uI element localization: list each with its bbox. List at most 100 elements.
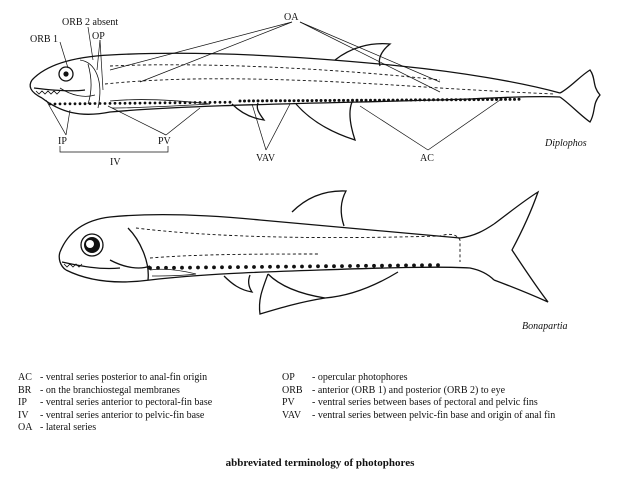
legend-row: AC- ventral series posterior to anal-fin…	[18, 372, 212, 385]
photophore-dot	[360, 98, 363, 102]
legend-desc: - anterior (ORB 1) and posterior (ORB 2)…	[312, 384, 506, 396]
photophore-dot	[369, 98, 372, 102]
photophore-dot	[324, 99, 327, 102]
legend-abbr: IV	[18, 409, 29, 421]
photophore-dot	[236, 265, 240, 269]
photophore-dot	[244, 265, 248, 269]
photophore-dot	[188, 101, 192, 104]
legend-desc: - ventral series anterior to pectoral-fi…	[40, 397, 213, 409]
photophore-dot	[316, 264, 320, 269]
diplophos-pectoral-fin	[109, 99, 211, 109]
legend-desc: - ventral series anterior to pelvic-fin …	[40, 409, 205, 421]
photophore-dot	[432, 98, 435, 102]
legend-desc: - ventral series between pelvic-fin base…	[312, 409, 556, 421]
photophore-dot	[373, 98, 377, 102]
photophore-dot	[168, 101, 172, 105]
photophore-dot	[332, 264, 336, 269]
photophore-dot	[178, 101, 182, 105]
photophore-dot	[427, 98, 431, 102]
legend-row: VAV - ventral series between pelvic-fin b…	[282, 410, 555, 423]
diplophos-pelvic-fin	[231, 102, 266, 121]
photophore-dot	[292, 264, 296, 269]
photophore-dot	[328, 99, 332, 102]
photophore-dot	[48, 102, 52, 106]
label-orb2: ORB 2 absent	[62, 17, 118, 28]
legend-row: OP- opercular photophores	[282, 372, 555, 385]
legend-row: IV - ventral series anterior to pelvic-fi…	[18, 410, 212, 423]
photophore-dot	[274, 99, 278, 103]
species-name-bonapartia: Bonapartia	[522, 321, 568, 332]
legend-abbr: ORB	[282, 384, 303, 396]
photophore-dot	[238, 99, 242, 103]
bonapartia-head	[58, 251, 121, 271]
photophore-dot	[315, 99, 318, 102]
photophore-dot	[356, 264, 360, 268]
label-oa: OA	[284, 12, 299, 23]
legend-abbr: OP	[282, 372, 295, 383]
legend-row: IP - ventral series anterior to pectoral-…	[18, 397, 212, 410]
photophore-dot	[103, 102, 107, 105]
photophore-dot	[133, 101, 137, 105]
photophore-dot	[68, 102, 72, 106]
legend-row: OA- lateral series	[18, 422, 212, 435]
photophore-dot	[198, 101, 202, 104]
bonapartia-dorsal-fin	[291, 190, 348, 227]
photophore-dot	[252, 99, 255, 103]
figure-caption: abbreviated terminology of photophores	[225, 457, 415, 469]
diplophos-tail	[559, 69, 601, 123]
photophore-dot	[404, 263, 408, 268]
photophore-dot	[256, 99, 260, 103]
photophore-dot	[279, 99, 282, 103]
photophore-dot	[164, 265, 168, 270]
photophore-dot	[342, 98, 345, 102]
photophore-dot	[261, 99, 264, 103]
photophore-dot	[173, 101, 177, 105]
bonapartia-dashed-outline	[135, 227, 461, 262]
photophore-dot	[156, 266, 160, 270]
photophore-dot	[388, 263, 392, 268]
photophore-dot	[123, 101, 127, 105]
photophore-dot	[108, 102, 112, 105]
bonapartia-pelvic-fin	[223, 274, 254, 293]
photophore-dot	[400, 98, 404, 102]
photophore-dot	[183, 101, 187, 105]
diplophos-fish	[29, 42, 601, 142]
photophore-dot	[355, 98, 359, 102]
photophore-dot	[337, 98, 341, 102]
label-vav: VAV	[256, 153, 276, 164]
photophore-dot	[346, 98, 350, 102]
diplophos-leader-lines	[45, 21, 501, 153]
photophore-dot	[153, 101, 157, 105]
photophore-dot	[428, 263, 432, 268]
label-ac: AC	[420, 153, 434, 164]
photophore-dot	[276, 264, 280, 269]
diplophos-opercle	[59, 59, 101, 109]
photophore-dot	[508, 97, 512, 101]
legend-desc: - on the branchiostegal membranes	[40, 384, 180, 396]
photophore-dot	[204, 265, 208, 270]
diplophos-head	[29, 79, 86, 99]
photophore-dot	[405, 98, 408, 102]
bonapartia-tail	[493, 190, 549, 303]
legend-left-column: AC- ventral series posterior to anal-fin…	[18, 372, 212, 435]
photophore-dot	[441, 98, 444, 102]
bonapartia-anal-fin	[267, 271, 399, 299]
bonapartia-opercle	[109, 227, 151, 281]
photophore-dot	[333, 98, 336, 102]
label-pv: PV	[158, 136, 172, 147]
legend-abbr: OA	[18, 422, 33, 434]
legend-abbr: IP	[18, 397, 27, 409]
photophore-dot	[499, 97, 503, 101]
diplophos-dorsal-fin	[334, 42, 392, 67]
photophore-dot	[396, 263, 400, 268]
photophore-dot	[128, 101, 132, 105]
photophore-dot	[247, 99, 251, 103]
legend-abbr: VAV	[282, 409, 302, 421]
photophore-dot	[265, 99, 269, 103]
bonapartia-body-ventral	[65, 266, 495, 283]
photophore-dot	[472, 98, 476, 102]
photophore-dot	[228, 265, 232, 270]
photophore-dot	[477, 98, 480, 102]
photophore-dot	[490, 98, 494, 101]
photophore-dot	[412, 263, 416, 268]
